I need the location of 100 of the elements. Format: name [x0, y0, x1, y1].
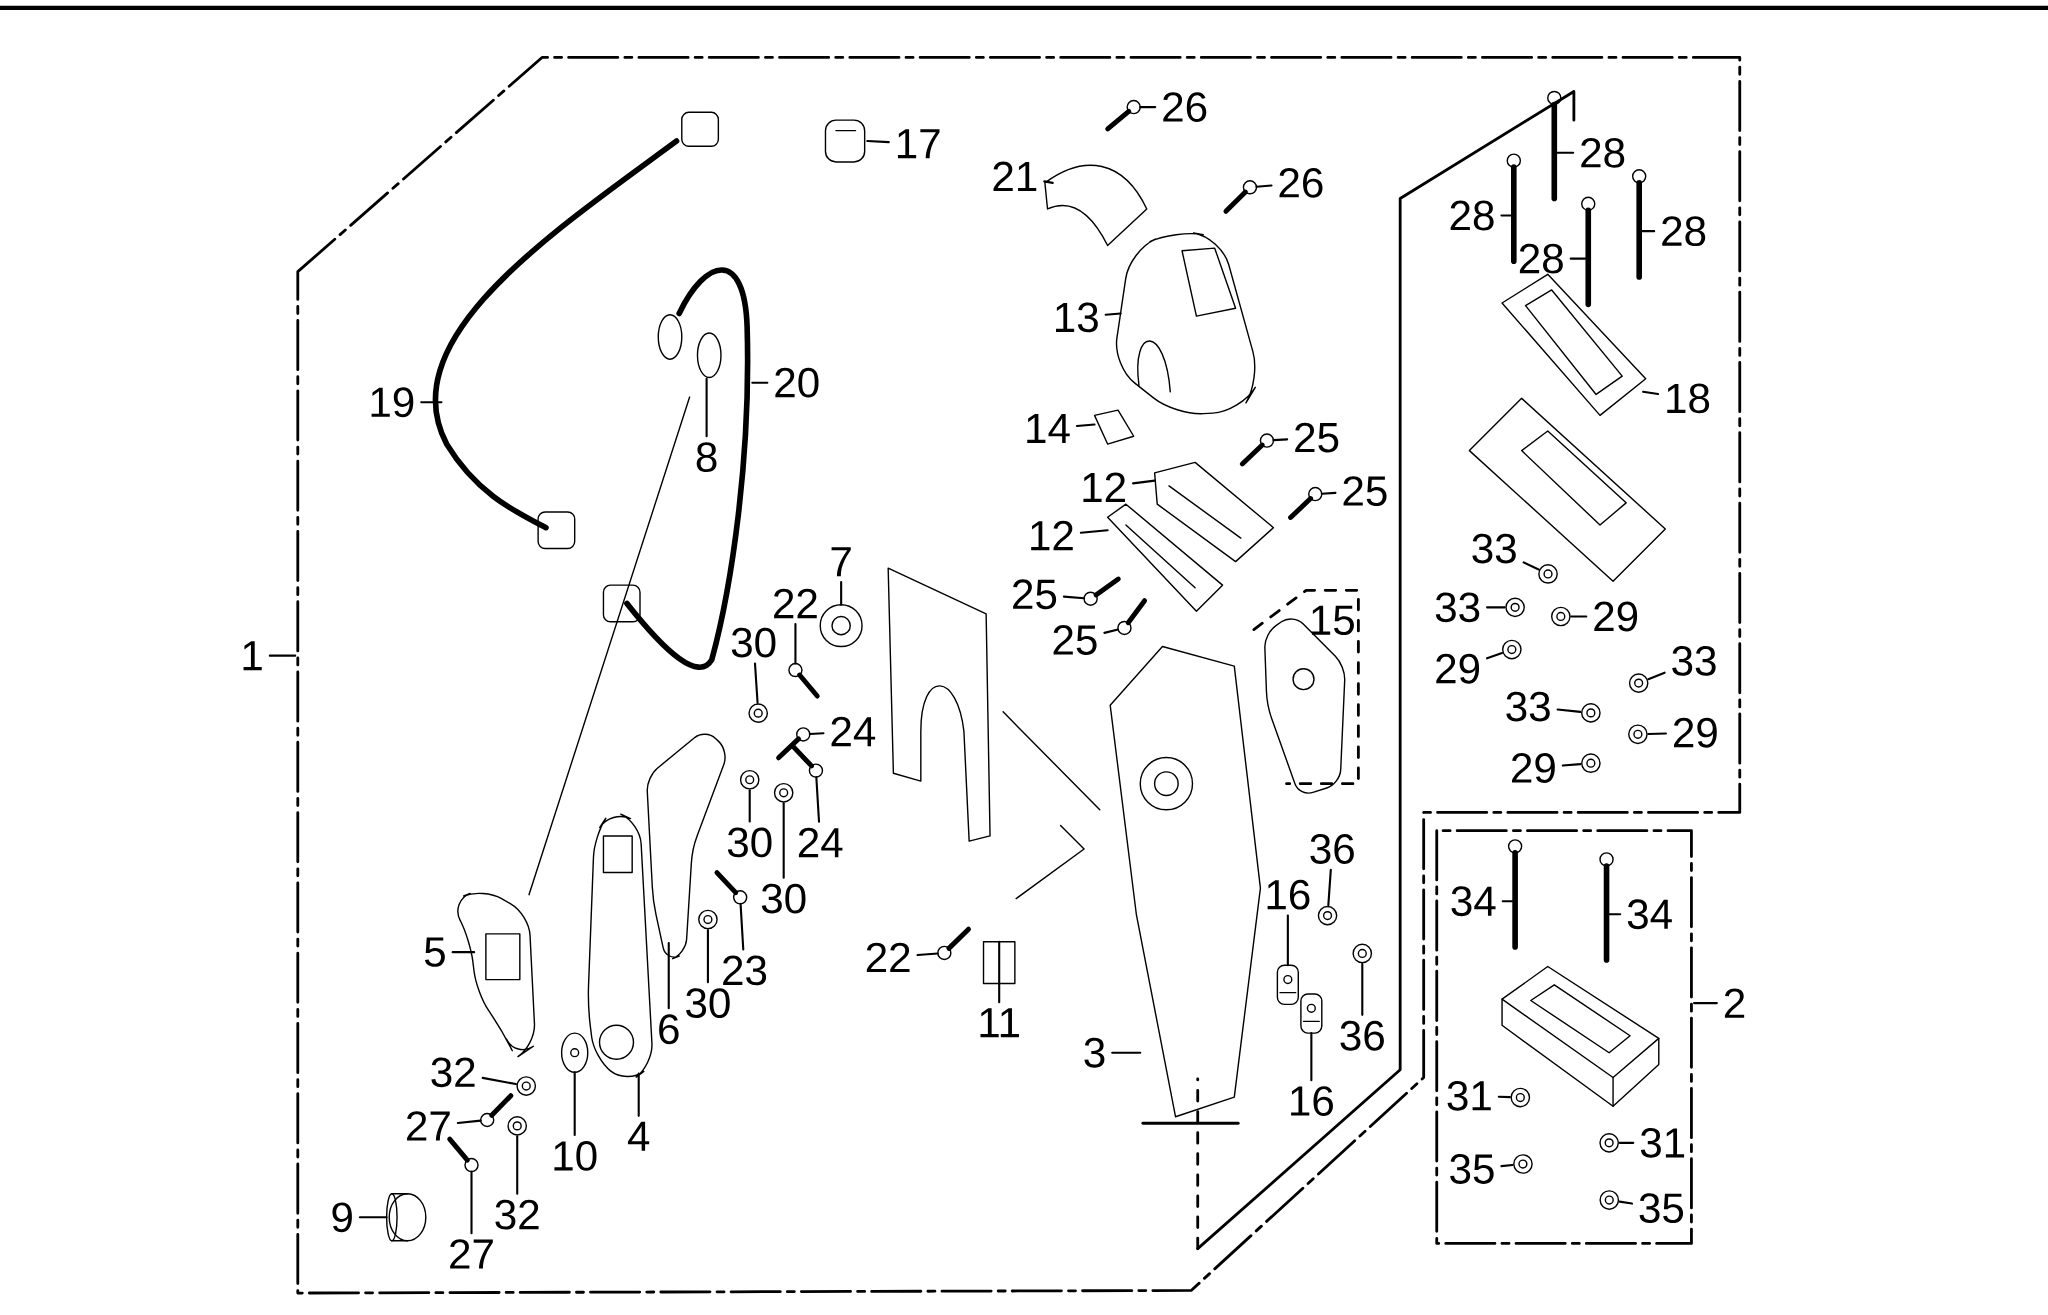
nut: [1628, 724, 1648, 745]
leader-line: [1556, 708, 1582, 713]
callout-number: 14: [1027, 413, 1070, 443]
leader-line: [1103, 628, 1120, 634]
plug: [824, 119, 866, 163]
leader-line: [1075, 423, 1096, 427]
leader-line: [1693, 1001, 1718, 1005]
leader-line: [1043, 180, 1054, 184]
cable: [433, 111, 720, 550]
callout-number: 33: [1672, 645, 1716, 676]
callout-number: 31: [1447, 1080, 1491, 1111]
callout-number: 30: [761, 883, 806, 914]
housing-cover: [1115, 232, 1256, 415]
callout-number: 10: [554, 1140, 597, 1171]
callout-number: 13: [1056, 302, 1098, 333]
leader-line: [481, 1076, 517, 1085]
bolt: [937, 926, 971, 961]
bolt: [1223, 179, 1258, 214]
leader-line: [1132, 479, 1156, 485]
leader-line: [739, 902, 745, 951]
bolt: [1507, 839, 1523, 950]
leader-line: [1640, 230, 1656, 233]
leader-line: [794, 622, 797, 665]
nut: [698, 909, 718, 930]
callout-number: 33: [1506, 691, 1550, 722]
bolt: [1083, 576, 1121, 606]
nut: [1510, 1087, 1531, 1108]
leader-line: [1569, 257, 1587, 260]
bolt: [1547, 90, 1562, 202]
leader-line: [751, 381, 769, 384]
callout-number: 29: [1512, 752, 1555, 783]
callout-number: 1: [243, 641, 262, 671]
bolt: [1599, 852, 1614, 963]
leader-line: [420, 401, 443, 404]
nut: [1513, 1154, 1533, 1174]
leader-line: [667, 941, 670, 1010]
callout-number: 16: [1291, 1086, 1333, 1116]
callout-number: 25: [1295, 422, 1339, 453]
leader-line: [1327, 868, 1332, 907]
callout-number: 7: [831, 547, 851, 576]
callout-number: 28: [1662, 216, 1706, 246]
leader-line: [1286, 914, 1289, 967]
leader-line: [1104, 312, 1122, 316]
callout-number: 17: [897, 129, 940, 159]
leader-line: [1062, 595, 1086, 600]
callout-number: 19: [371, 387, 414, 418]
leader-line: [1079, 529, 1109, 534]
callout-number: 36: [1340, 1020, 1384, 1051]
nut: [748, 703, 769, 723]
nut: [1581, 702, 1601, 723]
bolt: [1288, 486, 1323, 520]
leader-line: [1555, 151, 1575, 154]
nut: [1628, 673, 1649, 693]
callout-number: 24: [831, 716, 876, 747]
callout-number: 32: [495, 1199, 539, 1230]
callout-number: 28: [1450, 200, 1494, 231]
callout-number: 28: [1519, 243, 1563, 274]
nut: [516, 1076, 537, 1096]
callout-number: 30: [731, 627, 776, 658]
leader-line: [1320, 491, 1337, 495]
leader-line: [840, 580, 843, 606]
callout-number: 6: [659, 1014, 679, 1044]
callout-number: 26: [1163, 92, 1207, 122]
leader-line: [1618, 1141, 1635, 1144]
callout-number: 8: [696, 442, 717, 472]
leader-line: [1647, 732, 1667, 735]
callout-number: 36: [1310, 833, 1354, 864]
nut: [1599, 1190, 1620, 1210]
leader-line: [456, 1119, 482, 1124]
nut: [1551, 606, 1571, 627]
callout-number: 16: [1267, 879, 1310, 910]
bolt: [1506, 153, 1522, 264]
nut: [1352, 943, 1373, 964]
leader-line: [1647, 671, 1666, 681]
leader-line: [808, 732, 825, 735]
leader-line: [815, 775, 821, 823]
callout-number: 35: [1639, 1193, 1684, 1223]
callout-number: 32: [431, 1057, 475, 1088]
callout-number: 35: [1450, 1153, 1494, 1184]
bolt: [788, 662, 820, 699]
bolt: [1117, 598, 1147, 636]
control-box: [1109, 645, 1262, 1118]
leader-line: [516, 1135, 519, 1195]
bolt: [776, 727, 811, 761]
holder: [1106, 503, 1224, 612]
bolt: [790, 743, 824, 778]
callout-number: 20: [775, 367, 819, 398]
leader-line: [637, 1072, 640, 1117]
nut: [1538, 563, 1558, 584]
callout-number: 25: [1053, 624, 1097, 655]
clip: [1093, 409, 1135, 445]
callout-number: 9: [332, 1202, 352, 1233]
nut: [1317, 905, 1338, 926]
leader-line: [782, 802, 785, 879]
clip: [1300, 993, 1323, 1034]
leader-line: [358, 1216, 388, 1219]
leader-line: [268, 654, 297, 657]
leader-line: [573, 1071, 576, 1136]
leader-line: [1255, 184, 1273, 188]
callout-number: 23: [723, 955, 767, 986]
